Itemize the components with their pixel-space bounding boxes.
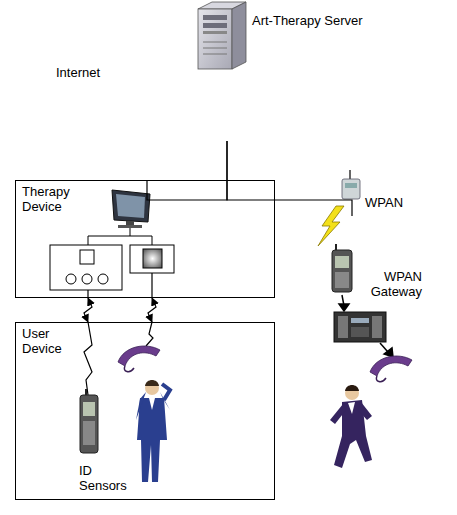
server-icon [203,15,227,20]
server-icon [203,42,227,43]
reader-unit [50,245,122,290]
sensor-unit [130,245,174,273]
link-wire [84,273,153,395]
reader-unit [66,274,76,284]
server-icon [198,9,232,69]
gateway-phone [335,272,349,288]
access-point-icon [345,183,357,188]
sensor-label: ID Sensors [79,464,135,494]
link-wire [151,273,152,298]
gateway-phone [332,244,352,292]
cloud-outline [38,38,303,142]
wpan-sensor-icon [376,376,386,382]
gateway-phone [335,256,349,268]
wpan-outline [247,215,453,497]
phone-icon [85,389,87,395]
phone-icon [80,395,98,453]
server-icon [203,31,227,34]
monitor-icon [126,221,134,225]
standing-person [149,398,155,410]
running-person [330,404,346,424]
standing-person [137,398,167,482]
wpan-sensor-icon [370,356,412,376]
gateway-arrow [339,304,349,311]
lightning-bolt [318,206,344,246]
link-wire [87,290,88,298]
monitor-icon [112,190,150,222]
link-wire [84,322,92,395]
lightning-bolt [318,206,344,246]
link-wire [146,322,153,346]
server-icon [198,2,246,69]
standing-person [145,381,159,395]
phone-icon [83,402,95,416]
wpan-outline [248,216,452,496]
monitor-icon [118,225,142,228]
connector [148,298,156,322]
stereo-device [338,316,348,338]
server-label: Art-Therapy Server [252,14,363,29]
id-sensor-icon [118,346,160,372]
stereo-device [372,316,382,338]
internet-cloud: Internet [38,38,303,142]
device-wire [152,236,153,245]
standing-person [136,392,146,420]
connector [84,298,92,322]
standing-person [162,384,170,400]
stereo-device [351,318,369,323]
stereo-device [334,312,386,342]
running-person [345,386,359,400]
reader-unit [80,250,94,264]
id-sensor-icon [118,346,160,366]
wpan-region: WPANWPAN Gateway [247,215,453,497]
device-wire [88,236,89,245]
running-person [330,385,372,468]
standing-person [136,380,170,482]
connector [147,141,227,200]
sensor-unit [143,249,162,268]
gateway-arrow [384,348,393,357]
gateway-phone [335,244,337,250]
id-sensor-icon [124,366,134,372]
access-point-icon [349,170,351,180]
monitor-icon [116,194,145,218]
connector [227,141,352,216]
device-wire [88,228,152,245]
gateway-phone [332,250,352,292]
therapy-device-box: Therapy Device [15,180,275,298]
monitor-icon [112,190,150,228]
phone-icon [80,389,98,453]
server-icon [232,2,246,69]
gateway-label: WPAN Gateway [362,270,422,300]
gateway-arrow [380,343,388,352]
reader-unit [50,245,122,290]
cloud-label: Internet [56,66,126,81]
device-wire [130,228,131,236]
stereo-device [351,327,369,337]
reader-unit [98,274,108,284]
device-wire [88,236,152,237]
access-point-icon [342,170,360,199]
reader-unit [82,274,92,284]
running-person [348,402,355,414]
box-heading: User Device [22,327,74,357]
box-heading: Therapy Device [22,185,84,215]
phone-icon [83,421,95,445]
server-icon [203,54,227,55]
server-icon [203,23,227,28]
standing-person [145,380,159,386]
cloud-outline [48,43,296,141]
server-icon [203,48,227,49]
wpan-sensor-icon [370,356,412,382]
running-person [358,402,372,420]
running-person [345,385,359,391]
sensor-unit [130,245,174,273]
user-device-box: User Device ID Sensors [15,322,275,500]
access-point-icon [342,179,360,199]
stereo-device [334,312,386,342]
region-heading: WPAN [365,196,425,211]
